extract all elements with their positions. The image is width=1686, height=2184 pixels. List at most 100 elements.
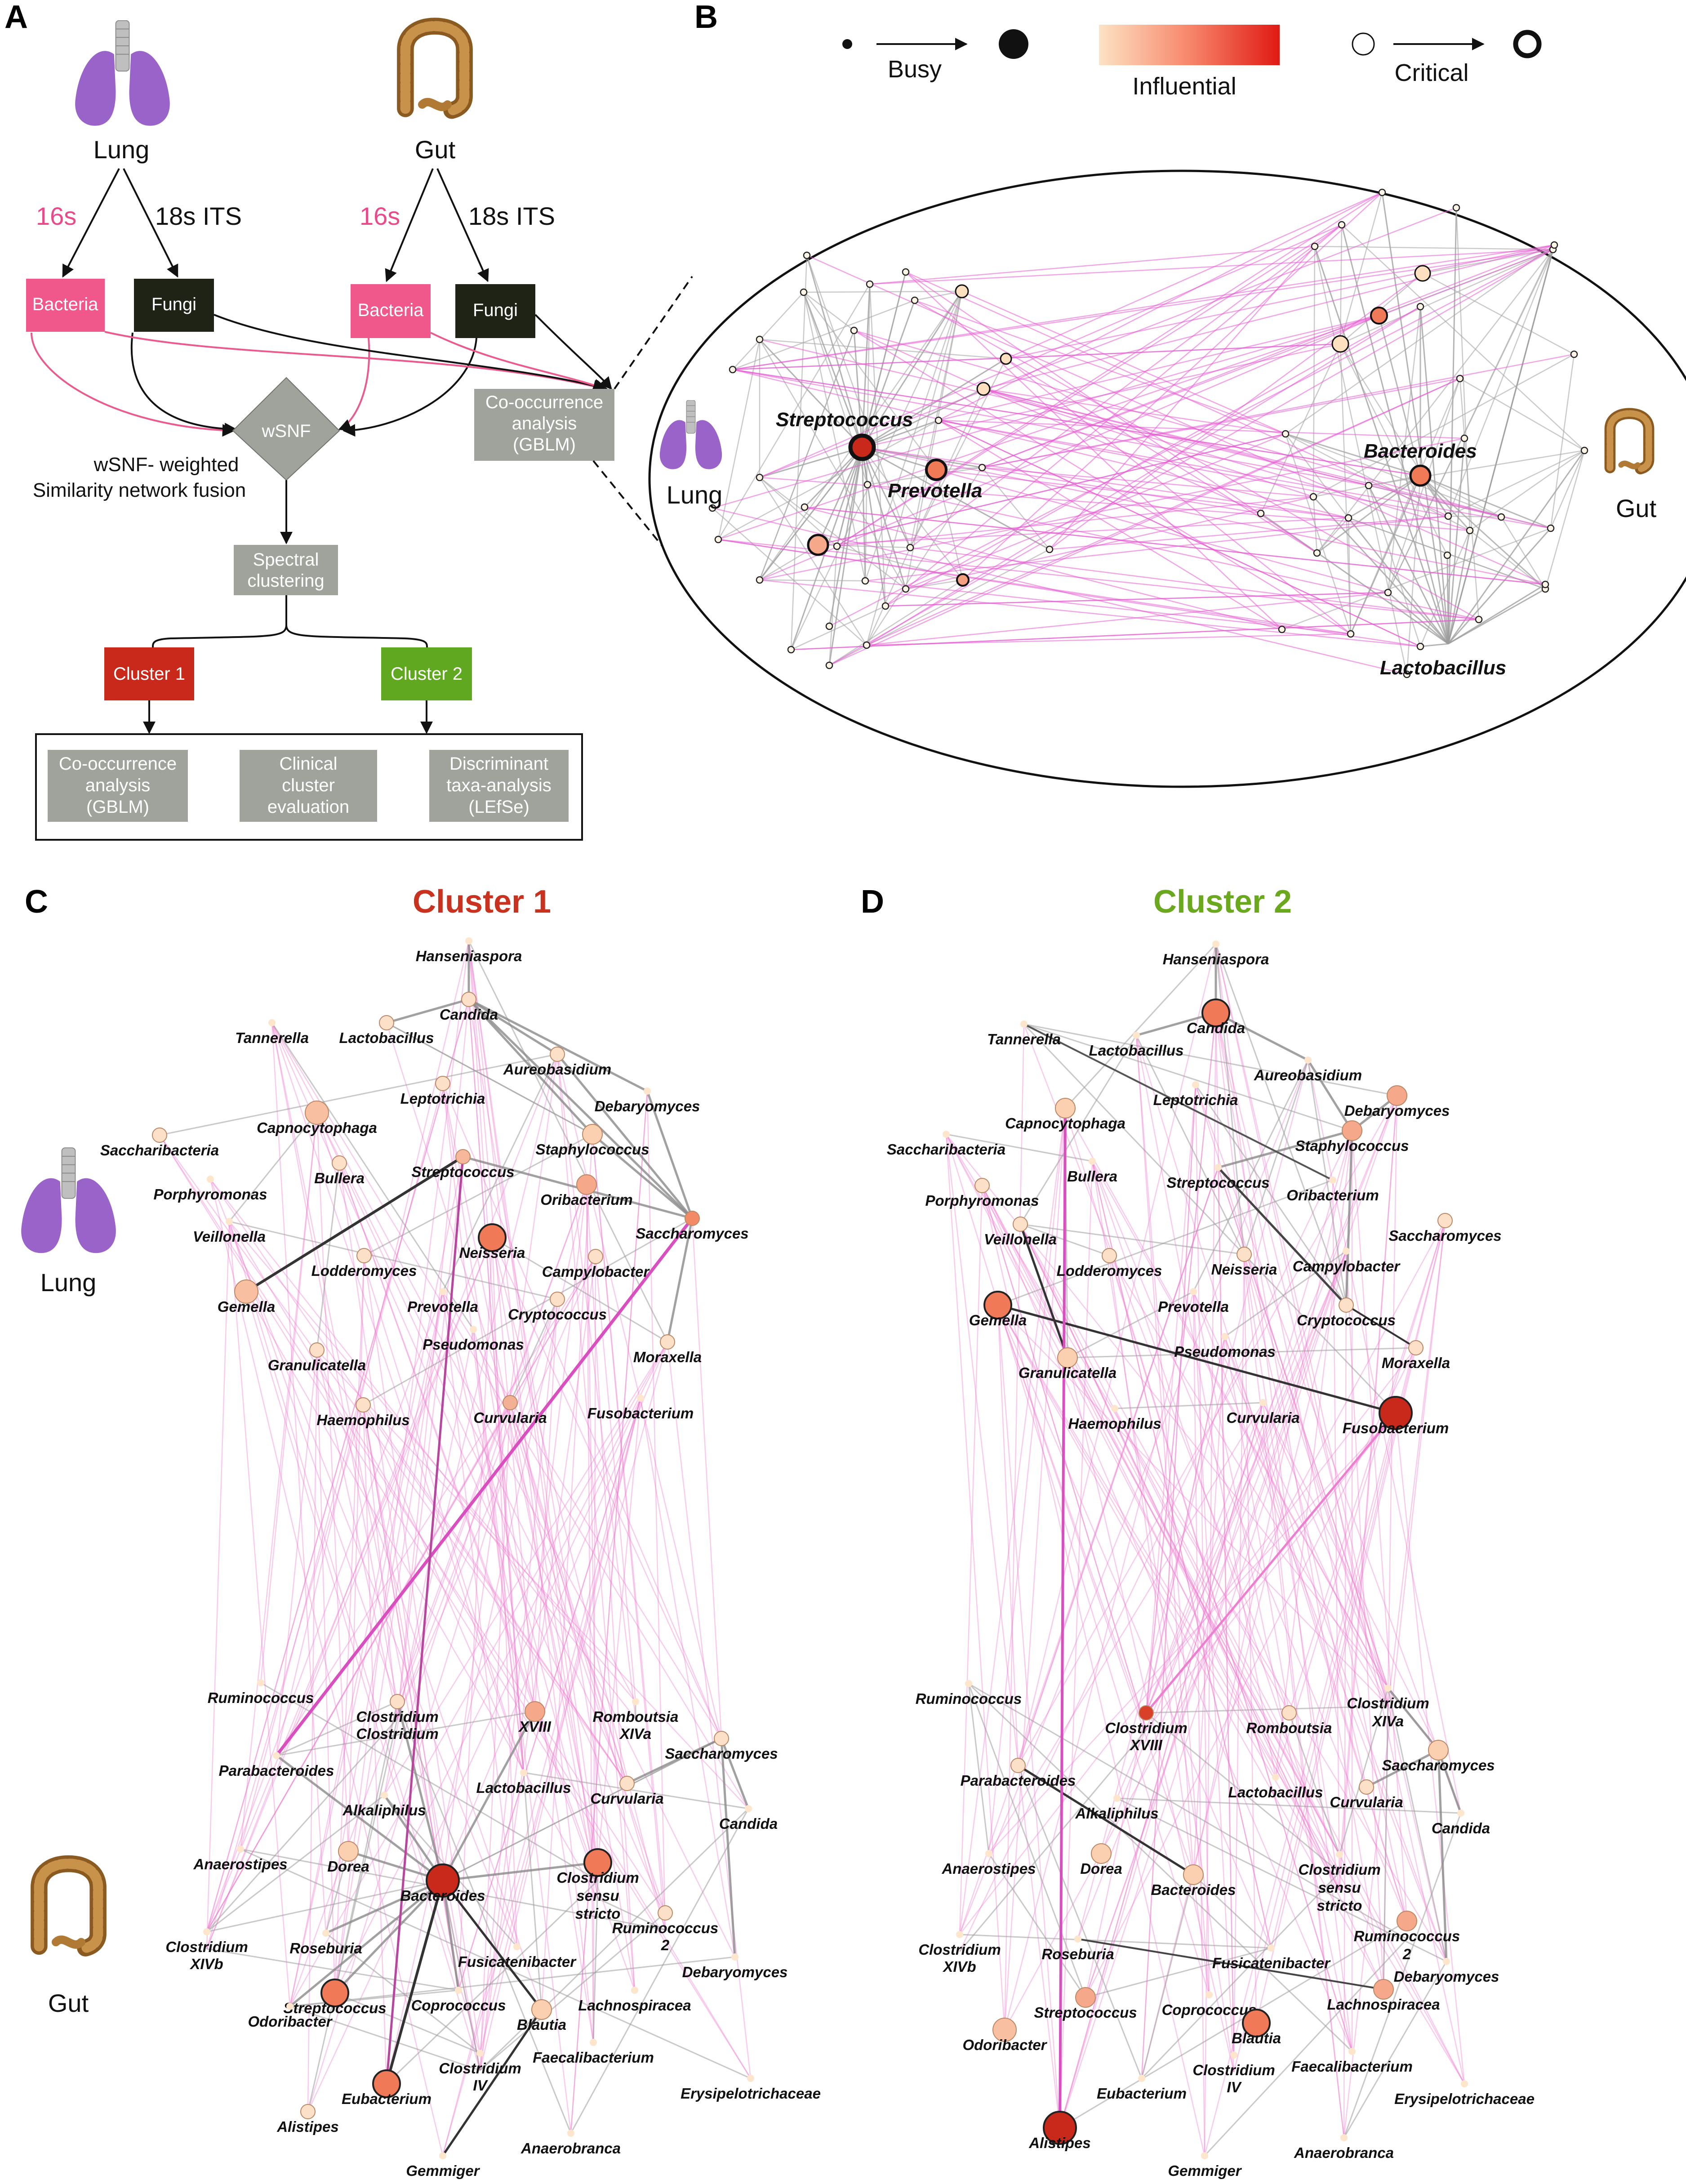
taxon-label: Lodderomyces bbox=[1057, 1262, 1162, 1279]
taxon-node bbox=[685, 1211, 700, 1226]
taxon-label: Coprococcus bbox=[1162, 2001, 1257, 2018]
taxon-node bbox=[637, 1395, 644, 1402]
taxon-node bbox=[1408, 1340, 1424, 1355]
gut-fungi-box bbox=[455, 284, 535, 338]
taxon-label: Neisseria bbox=[1211, 1261, 1277, 1278]
taxon-label: 2 bbox=[661, 1937, 670, 1953]
taxon-label: Curvularia bbox=[1226, 1409, 1299, 1426]
lung-label: Lung bbox=[93, 135, 150, 164]
taxon-label: Fusobacterium bbox=[587, 1405, 694, 1422]
taxon-node bbox=[1461, 2080, 1468, 2087]
taxon-node bbox=[372, 2069, 401, 2098]
taxon-node bbox=[237, 1845, 244, 1853]
gut-icon bbox=[405, 26, 464, 111]
taxon-label: Bullera bbox=[314, 1170, 365, 1186]
taxon-node bbox=[520, 1769, 527, 1776]
label-lactobacillus: Lactobacillus bbox=[1380, 657, 1506, 679]
taxon-node bbox=[1013, 1217, 1028, 1232]
lung-16s-label: 16s bbox=[36, 202, 76, 230]
taxon-node bbox=[1057, 1347, 1078, 1368]
taxon-node bbox=[747, 2075, 754, 2082]
taxon-label: stricto bbox=[575, 1905, 621, 1922]
taxon-node bbox=[1183, 1864, 1204, 1885]
taxon-label: Fusobacterium bbox=[1343, 1420, 1449, 1436]
taxon-node bbox=[435, 1076, 450, 1091]
taxon-node bbox=[300, 2104, 316, 2119]
taxon-node bbox=[503, 1395, 518, 1410]
taxon-node bbox=[1359, 1779, 1374, 1795]
taxon-node bbox=[567, 2130, 574, 2137]
taxon-label: Aureobasidium bbox=[503, 1061, 611, 1078]
taxon-label: Saccharibacteria bbox=[100, 1142, 219, 1159]
taxon-label: Ruminococcus bbox=[916, 1690, 1022, 1707]
taxon-label: IV bbox=[1227, 2079, 1242, 2095]
taxon-label: Fusicatenibacter bbox=[1212, 1955, 1331, 1971]
taxon-node bbox=[1230, 2051, 1237, 2059]
taxon-label: Blautia bbox=[1232, 2030, 1281, 2046]
taxon-node bbox=[426, 1863, 460, 1898]
taxon-label: Fusicatenibacter bbox=[458, 1953, 577, 1970]
taxon-node bbox=[332, 1155, 347, 1171]
taxon-node bbox=[1010, 1758, 1026, 1773]
taxon-node bbox=[1437, 1213, 1453, 1228]
taxon-node bbox=[956, 1931, 963, 1938]
taxon-label: Roseburia bbox=[289, 1940, 362, 1957]
critical-thick-ring bbox=[1513, 30, 1542, 58]
panel-label-b: B bbox=[694, 0, 718, 35]
taxon-node bbox=[745, 1805, 752, 1812]
taxon-label: Clostridium bbox=[1298, 1861, 1380, 1878]
taxon-label: Erysipelotrichaceae bbox=[681, 2085, 821, 2102]
label-streptococcus: Streptococcus bbox=[776, 409, 913, 431]
taxon-node bbox=[1339, 1297, 1354, 1313]
taxon-label: Haemophilus bbox=[1068, 1415, 1161, 1432]
taxon-node bbox=[1259, 1399, 1267, 1406]
taxon-label: Gemella bbox=[969, 1312, 1027, 1328]
taxon-node bbox=[465, 937, 472, 945]
taxon-node bbox=[582, 1124, 603, 1145]
taxon-label: Eubacterium bbox=[342, 2090, 432, 2107]
taxon-node bbox=[381, 1792, 388, 1799]
taxon-label: Romboutsia bbox=[593, 1708, 679, 1725]
taxon-label: Clostridium bbox=[1347, 1695, 1429, 1712]
taxon-node bbox=[226, 1218, 233, 1225]
critical-thin-ring bbox=[1352, 32, 1375, 56]
taxon-label: Lactobacillus bbox=[1089, 1042, 1184, 1059]
taxon-label: Leptotrichia bbox=[400, 1090, 485, 1107]
outcome3-line3: (LEfSe) bbox=[468, 797, 529, 817]
taxon-node bbox=[268, 1019, 276, 1026]
spectral-box bbox=[234, 545, 338, 595]
taxon-label: XIVa bbox=[1371, 1713, 1404, 1729]
taxon-node bbox=[1387, 1085, 1407, 1106]
taxon-label: Staphylococcus bbox=[1295, 1137, 1409, 1154]
taxon-label: Alkaliphilus bbox=[342, 1802, 426, 1819]
lung-bacteria-box bbox=[26, 279, 105, 332]
taxon-node bbox=[985, 1850, 992, 1857]
taxon-label: Granulicatella bbox=[268, 1357, 366, 1373]
taxon-label: IV bbox=[473, 2077, 488, 2094]
network-ellipse bbox=[648, 169, 1686, 788]
taxon-label: Cryptococcus bbox=[1297, 1312, 1396, 1328]
taxon-label: Parabacteroides bbox=[219, 1762, 334, 1779]
spectral-line1: Spectral bbox=[253, 550, 319, 570]
taxon-node bbox=[513, 1943, 520, 1950]
taxon-node bbox=[478, 1223, 507, 1252]
taxon-label: Veillonella bbox=[984, 1231, 1057, 1248]
legend-busy: Busy bbox=[888, 56, 942, 83]
taxon-node bbox=[1304, 1056, 1312, 1064]
taxon-node bbox=[1089, 1158, 1096, 1165]
taxon-node bbox=[588, 1249, 603, 1264]
panel-b-lung-label: Lung bbox=[667, 481, 723, 509]
taxon-label: Ruminococcus bbox=[612, 1920, 719, 1936]
taxon-node bbox=[525, 1701, 545, 1722]
lung-bacteria-label: Bacteria bbox=[32, 294, 98, 314]
outcome3-line2: taxa-analysis bbox=[446, 776, 551, 795]
taxon-node bbox=[207, 1176, 214, 1183]
taxon-label: Clostridium bbox=[439, 2060, 521, 2077]
taxon-label: Moraxella bbox=[633, 1349, 702, 1365]
taxon-label: Debaryomyces bbox=[1344, 1102, 1450, 1119]
taxon-label: Curvularia bbox=[1330, 1794, 1403, 1810]
taxon-label: Lactobacillus bbox=[339, 1030, 434, 1046]
taxon-node bbox=[356, 1397, 371, 1413]
taxon-label: Lactobacillus bbox=[1228, 1784, 1323, 1801]
taxon-node bbox=[379, 1015, 394, 1030]
